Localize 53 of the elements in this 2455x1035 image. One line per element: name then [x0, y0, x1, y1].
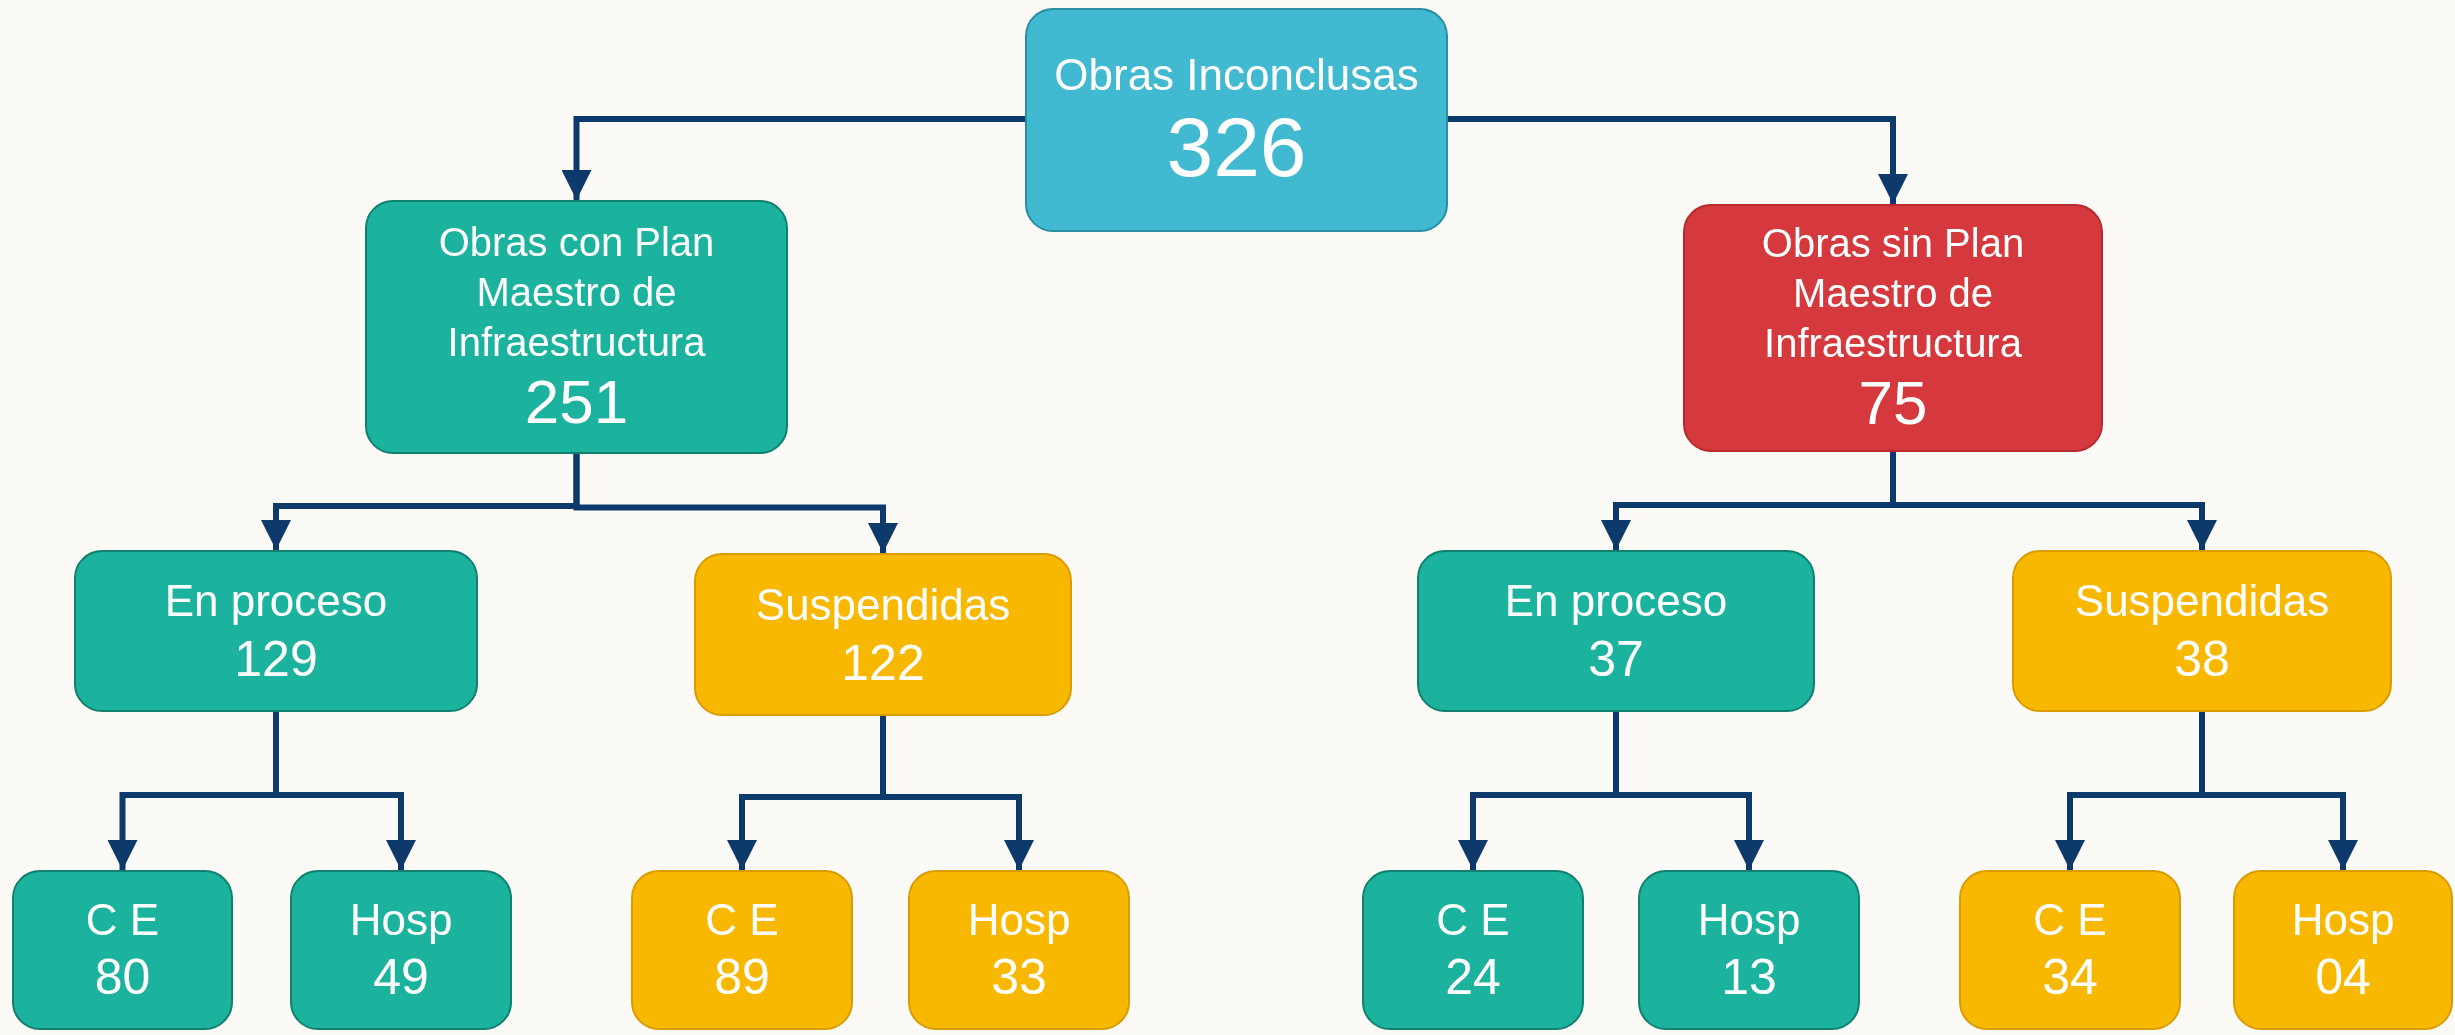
category-box [908, 870, 1130, 1030]
count-number: 38 [2174, 630, 2230, 689]
connector-arrow [273, 712, 416, 870]
category-box [1638, 870, 1860, 1030]
connector-arrow [880, 716, 1034, 870]
category-box [631, 870, 853, 1030]
count-number: 33 [991, 948, 1047, 1007]
category-label: Hosp [1697, 894, 1801, 946]
count-number: 34 [2042, 948, 2098, 1007]
category-box [1683, 204, 2103, 452]
category-box [365, 200, 788, 454]
category-box [12, 870, 233, 1030]
count-number: 13 [1721, 948, 1777, 1007]
category-label: Suspendidas [755, 578, 1011, 631]
count-number: 122 [841, 633, 925, 693]
count-number: 37 [1588, 630, 1644, 689]
connector-arrow [2199, 712, 2358, 870]
category-label: C E [85, 894, 160, 946]
count-number: 80 [94, 948, 151, 1007]
category-label: Suspendidas [2074, 575, 2330, 627]
count-number: 04 [2315, 948, 2371, 1007]
category-label: Obras sin Plan Maestro de Infraestructura [1760, 220, 2026, 367]
category-box [2233, 870, 2453, 1030]
category-label: En proceso [164, 575, 388, 627]
category-label: Hosp [967, 894, 1071, 946]
category-label: Obras Inconclusas [1054, 49, 1419, 101]
count-number: 326 [1166, 102, 1307, 192]
category-label: Hosp [349, 894, 453, 946]
category-box [1959, 870, 2181, 1030]
count-number: 49 [373, 948, 429, 1007]
category-box [1025, 8, 1448, 232]
category-label: C E [705, 894, 779, 946]
category-box [74, 550, 478, 712]
category-label: C E [2033, 894, 2107, 946]
category-label: C E [1436, 894, 1510, 946]
count-number: 251 [524, 367, 629, 437]
category-label: Hosp [2291, 894, 2395, 946]
category-label: Obras con Plan Maestro de Infraestructura [437, 219, 716, 366]
category-box [2012, 550, 2392, 712]
category-box [694, 553, 1072, 716]
category-box [1362, 870, 1584, 1030]
category-label: En proceso [1504, 575, 1728, 627]
category-box [290, 870, 512, 1030]
count-number: 129 [234, 630, 318, 689]
connector-arrow [573, 454, 898, 553]
connector-arrow [1613, 712, 1764, 870]
category-box [1417, 550, 1815, 712]
connector-arrow [1890, 452, 2217, 550]
connector-arrow [561, 116, 1025, 200]
count-number: 89 [714, 948, 770, 1007]
count-number: 75 [1858, 368, 1928, 438]
count-number: 24 [1445, 948, 1501, 1007]
connector-arrow [1448, 116, 1908, 204]
